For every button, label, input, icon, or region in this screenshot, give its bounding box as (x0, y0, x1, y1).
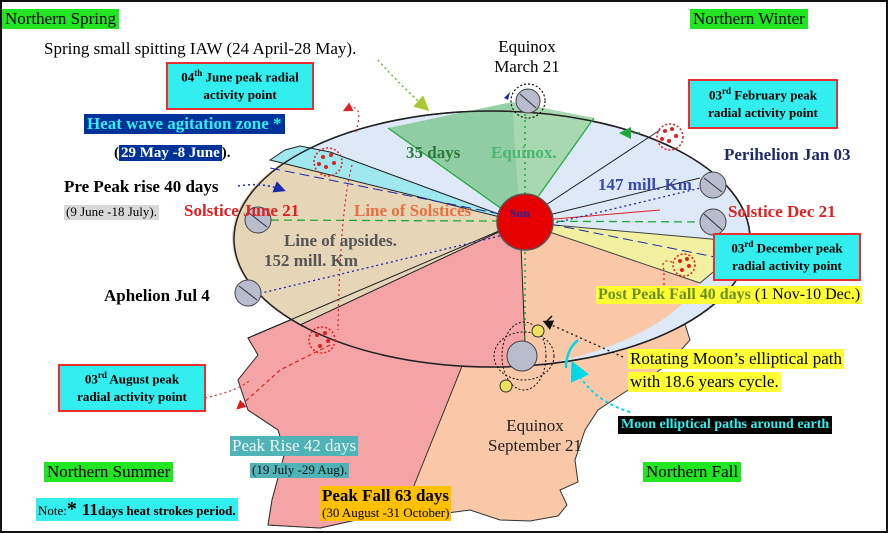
solstice-june-label: Solstice June 21 (184, 201, 300, 220)
peak-rise-ellipse (300, 222, 526, 369)
line-of-solstices-label: Line of Solstices (354, 201, 472, 220)
aug-peak-line2: radial activity point (77, 388, 187, 404)
line-of-solstices (257, 219, 714, 223)
aug-peak-box: 03rd August peak radial activity point (58, 364, 206, 412)
aug-box-connector (204, 379, 251, 399)
feb-peak-box: 03rd February peak radial activity point (688, 79, 838, 129)
radial-line-aphelion (247, 221, 521, 339)
june-pointer (342, 102, 360, 133)
equinox-march-line1: Equinox (498, 37, 556, 56)
earth-dec (699, 208, 727, 236)
aug-peak-line1: 03rd August peak (84, 370, 180, 387)
earth-june (244, 206, 272, 234)
feb-peak-line2: radial activity point (708, 104, 818, 120)
distance-152-label: 152 mill. Km (264, 251, 358, 270)
post-peak-label: Post Peak Fall 40 days (1 Nov-10 Dec.) (596, 286, 863, 305)
heat-wave-dashed (269, 167, 716, 258)
sun-circle (496, 193, 554, 251)
corner-northern-summer: Northern Summer (44, 462, 174, 482)
spring-arrow (377, 59, 430, 111)
activity-cluster-feb (656, 123, 684, 151)
equinox-march-label: Equinox March 21 (492, 37, 562, 76)
activity-cluster-june (313, 147, 343, 177)
perihelion-label: Perihelion Jan 03 (724, 145, 851, 164)
peak-rise-title: Peak Rise 42 days (230, 436, 359, 456)
spring-spitting-label: Spring small spitting IAW (24 April-28 M… (44, 39, 357, 58)
note-star: * (66, 498, 82, 520)
moon-earth-arrow (570, 360, 631, 413)
corner-northern-fall: Northern Fall (643, 462, 742, 482)
june-peak-line2: activity point (203, 86, 277, 102)
moon-path-line2: with 18.6 years cycle. (628, 372, 781, 392)
peak-fall-title: Peak Fall 63 days (320, 486, 452, 506)
peak-fall-dates: (30 August -31 October) (320, 505, 452, 521)
heat-wave-dates-highlight: 29 May -8 June (119, 145, 222, 161)
distance-147-label: 147 mill. Km (598, 175, 692, 194)
june-connector (337, 164, 353, 331)
days-35-label: 35 days (406, 143, 461, 162)
solstice-dec-label: Solstice Dec 21 (728, 202, 836, 221)
corner-northern-winter: Northern Winter (690, 9, 808, 29)
sun-label: Sun (510, 206, 531, 220)
earth-september (493, 315, 555, 393)
aphelion-label: Aphelion Jul 4 (104, 286, 210, 305)
dec-peak-box: 03rd December peak radial activity point (713, 233, 861, 281)
equinox-september-label: Equinox September 21 (481, 416, 589, 455)
june-peak-box: 04th June peak radial activity point (166, 62, 314, 110)
earth-jan (699, 171, 727, 199)
equinox-sector-label: Equinox. (491, 143, 557, 162)
moon-path-arrow (542, 320, 624, 358)
equinox-line-a (387, 127, 521, 223)
note-count: 11 (81, 500, 98, 519)
pre-peak-title: Pre Peak rise 40 days (64, 177, 219, 196)
moon-arc-cyan (564, 339, 579, 369)
equinox-september-line2: September 21 (488, 435, 582, 455)
equinox-september-line1: Equinox (506, 416, 564, 435)
radial-line-aug (299, 221, 521, 326)
earth-july (234, 279, 262, 307)
post-peak-dates: (1 Nov-10 Dec.) (750, 286, 861, 303)
aug-pointer (236, 344, 331, 410)
peak-rise-dates: (19 July -29 Aug). (250, 462, 350, 478)
earth-march (504, 83, 546, 119)
moon-path-line1: Rotating Moon’s elliptical path (628, 349, 845, 369)
dec-peak-line2: radial activity point (732, 257, 842, 273)
summer-sector (231, 160, 520, 325)
activity-cluster-aug (308, 326, 336, 354)
note-prefix: Note: (38, 503, 67, 518)
corner-northern-spring: Northern Spring (2, 9, 119, 29)
line-of-apsides-label: Line of apsides. (284, 231, 397, 250)
equinox-march-line2: March 21 (494, 56, 560, 76)
pre-peak-dates: (9 June -18 July). (64, 204, 159, 220)
june-peak-line1: 04th June peak radial (181, 68, 299, 85)
equinox-sector-light (512, 102, 594, 222)
moon-earth-label: Moon elliptical paths around earth (618, 416, 833, 435)
feb-peak-line1: 03rd February peak (709, 86, 817, 103)
post-peak-title: Post Peak Fall 40 days (598, 286, 751, 303)
note-text: days heat strokes period. (97, 503, 236, 518)
line-of-apsides (244, 184, 714, 298)
activity-cluster-dec (672, 253, 696, 277)
heat-wave-dates-label: (29 May -8 June). (114, 145, 231, 161)
heat-wave-zone-label: Heat wave agitation zone * (84, 114, 285, 134)
dec-peak-line1: 03rd December peak (731, 239, 843, 256)
dec-pointer (662, 260, 673, 285)
note-label: Note:* 11days heat strokes period. (36, 498, 238, 521)
heat-wave-spike (268, 145, 521, 223)
pre-peak-arrow (237, 181, 286, 193)
